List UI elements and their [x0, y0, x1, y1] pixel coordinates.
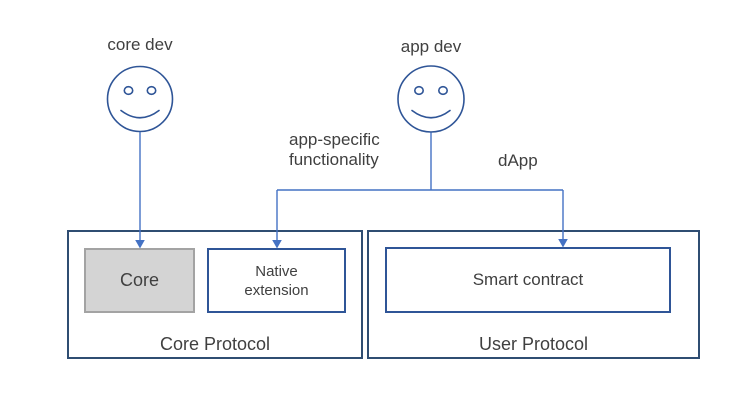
smart-contract-node: Smart contract — [385, 247, 671, 313]
app-dev-label: app dev — [400, 37, 462, 56]
app-specific-functionality-label: app-specific functionality — [289, 130, 380, 169]
core-node-label: Core — [119, 270, 159, 290]
smart-contract-node-label: Smart contract — [472, 270, 584, 289]
core-protocol-label: Core Protocol — [159, 334, 271, 354]
core-node: Core — [84, 248, 195, 313]
native-extension-node: Native extension — [207, 248, 346, 313]
core-dev-label: core dev — [107, 35, 173, 54]
app-dev-face-icon — [397, 65, 465, 133]
user-protocol-label: User Protocol — [478, 334, 589, 354]
dapp-label: dApp — [498, 151, 538, 170]
core-dev-face-icon — [106, 65, 174, 133]
native-extension-node-label: Native extension — [244, 262, 309, 299]
